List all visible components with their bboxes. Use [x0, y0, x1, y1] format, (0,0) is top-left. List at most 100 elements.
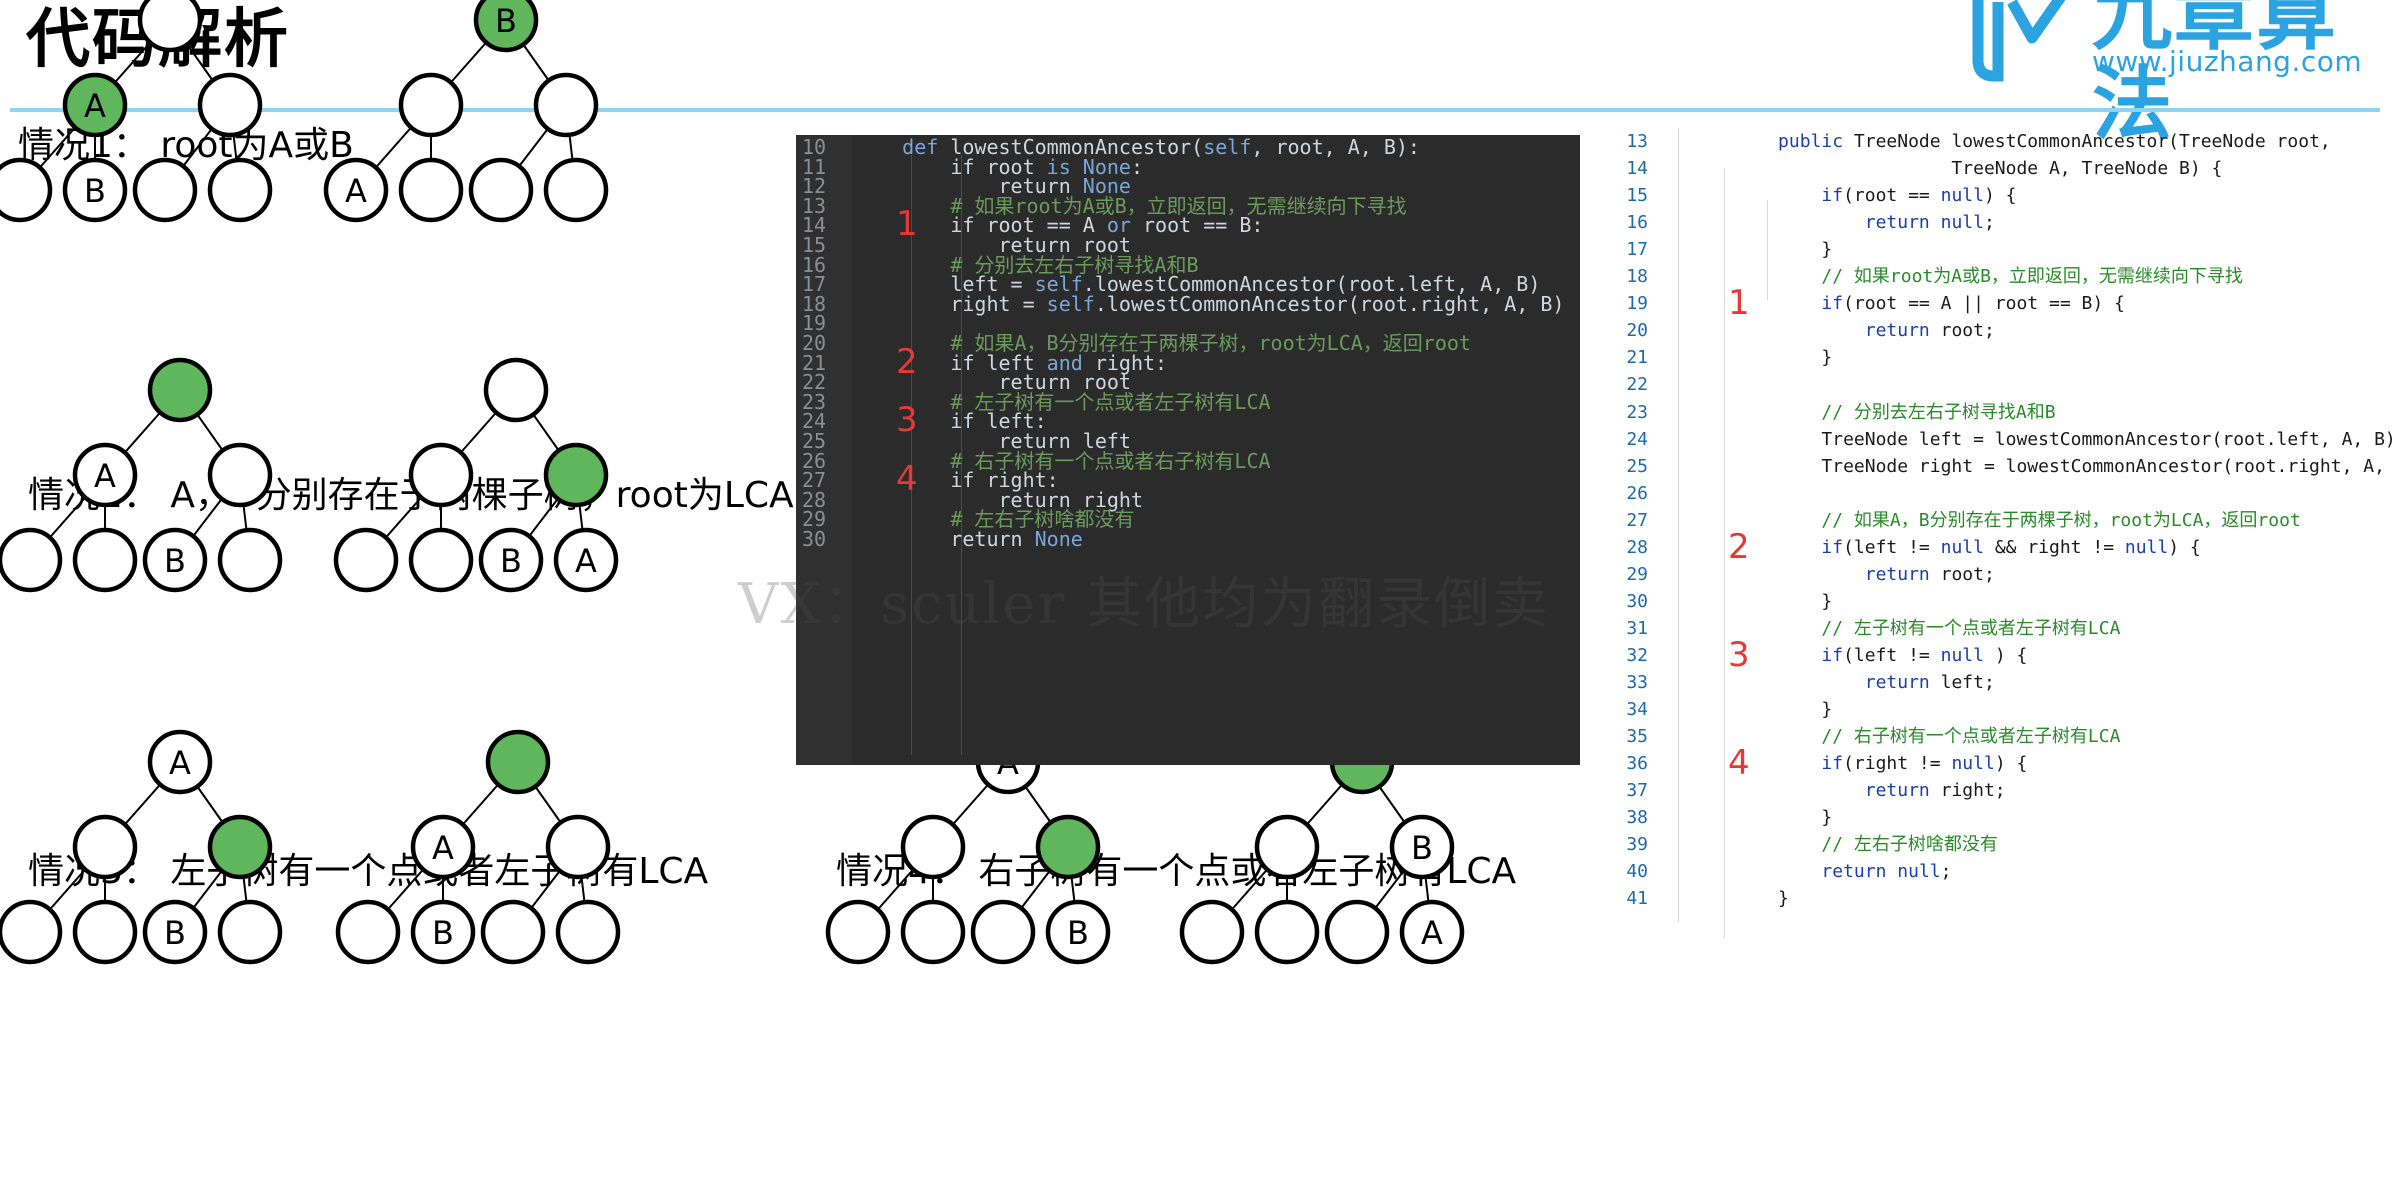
step-marker: 4	[896, 459, 918, 500]
tree-node	[555, 899, 621, 965]
tree-node	[147, 729, 213, 795]
tree-edge	[1378, 785, 1406, 824]
step-marker: 2	[1728, 526, 1750, 567]
code-line: 16 # 分别去左右子树寻找A和B	[802, 252, 1199, 277]
tree-edge	[578, 504, 584, 531]
tree-node	[0, 899, 63, 965]
tree-edge	[232, 134, 238, 161]
logo-url: www.jiuzhang.com	[2092, 45, 2363, 78]
tree-node-label: A	[1421, 914, 1443, 952]
tree-edge	[952, 783, 989, 826]
tree-node	[483, 357, 549, 423]
tree-edge	[192, 870, 223, 909]
tree-node-highlighted	[147, 357, 213, 423]
tree-edge	[385, 496, 422, 539]
tree-edge	[460, 411, 497, 454]
code-line: 36 if(right != null) {	[1626, 753, 2028, 775]
tree-node-label: B	[164, 542, 186, 580]
tree-edge	[1231, 868, 1268, 911]
tree-node	[333, 527, 399, 593]
tree-node	[132, 157, 198, 223]
code-line: 13 # 如果root为A或B，立即返回，无需继续向下寻找	[802, 193, 1407, 218]
tree-node	[468, 157, 534, 223]
tree-edge	[518, 128, 549, 167]
code-line: 21 if left and right:	[802, 350, 1168, 375]
code-line: 28 if(left != null && right != null) {	[1626, 536, 2201, 558]
tree-edge	[192, 498, 223, 537]
tree-edge	[124, 783, 161, 826]
code-line: 24 TreeNode left = lowestCommonAncestor(…	[1626, 428, 2392, 450]
code-line: 11 if root is None:	[802, 154, 1144, 179]
tree-node	[1045, 899, 1111, 965]
tree-edge	[1374, 870, 1405, 909]
code-line: 37 return right;	[1626, 780, 2006, 802]
tree-node-highlighted	[543, 442, 609, 508]
step-marker: 2	[896, 341, 918, 382]
tree-node-label: A	[575, 542, 597, 580]
tree-node	[142, 527, 208, 593]
tree-case2-a: AB	[0, 357, 283, 593]
tree-edge	[124, 411, 161, 454]
code-line: 28 return right	[802, 487, 1143, 512]
code-line: 27 // 如果A，B分别存在于两棵子树，root为LCA，返回root	[1626, 509, 2301, 531]
tree-case4-a: AB	[825, 729, 1111, 965]
tree-node	[970, 899, 1036, 965]
tree-edge	[375, 126, 412, 169]
tree-node-label: B	[1067, 914, 1089, 952]
tree-edge	[242, 504, 248, 531]
tree-node	[410, 814, 476, 880]
indent-guide	[1724, 168, 1725, 938]
tree-edge	[1306, 783, 1343, 826]
step-marker: 4	[1728, 743, 1750, 784]
code-line: 25 TreeNode right = lowestCommonAncestor…	[1626, 455, 2392, 477]
code-line: 29 # 左右子树啥都没有	[802, 507, 1135, 532]
tree-edge	[1020, 870, 1051, 909]
tree-edge	[196, 785, 224, 824]
code-line: 20 # 如果A，B分别存在于两棵子树，root为LCA，返回root	[802, 331, 1471, 355]
tree-node-label: B	[164, 914, 186, 952]
tree-edge	[462, 783, 499, 826]
tree-node-label: A	[345, 172, 367, 210]
tree-node	[480, 899, 546, 965]
tree-node	[825, 899, 891, 965]
code-line: 12 return None	[802, 174, 1131, 199]
tree-node	[553, 527, 619, 593]
java-code-panel: 13 public TreeNode lowestCommonAncestor(…	[1604, 128, 2392, 938]
tree-edge	[196, 413, 224, 452]
tree-node	[323, 157, 389, 223]
indent-guide	[1767, 200, 1768, 300]
tree-edge	[49, 868, 86, 911]
tree-node-highlighted	[473, 0, 539, 53]
tree-edge	[450, 41, 487, 84]
code-line: 34 }	[1626, 699, 1833, 721]
tree-case1-b: BA	[323, 0, 609, 223]
tree-edge	[186, 43, 214, 82]
tree-node	[900, 814, 966, 880]
tree-edge	[39, 126, 76, 169]
code-line: 30 }	[1626, 590, 1833, 612]
tree-edge	[580, 876, 586, 903]
tree-node	[543, 157, 609, 223]
tree-node	[137, 0, 203, 53]
tree-edge	[522, 43, 550, 82]
tree-node	[410, 899, 476, 965]
tree-node-label: B	[500, 542, 522, 580]
tree-case3-a: AB	[0, 729, 283, 965]
code-line: 22 return root	[802, 370, 1131, 395]
step-marker: 1	[1728, 283, 1750, 324]
tree-edge	[242, 876, 248, 903]
code-line: 14 TreeNode A, TreeNode B) {	[1626, 158, 2223, 180]
code-line: 15 return root	[802, 233, 1131, 257]
tree-edge	[568, 134, 574, 161]
tree-node-label: A	[94, 457, 116, 495]
step-marker: 1	[896, 204, 918, 245]
code-line: 40 return null;	[1626, 861, 1952, 883]
tree-node-highlighted	[1035, 814, 1101, 880]
tree-node	[72, 527, 138, 593]
tree-node	[217, 527, 283, 593]
tree-node-label: B	[432, 914, 454, 952]
tree-edge	[532, 413, 560, 452]
code-line: 22	[1626, 374, 1648, 396]
tree-node-label: B	[84, 172, 106, 210]
